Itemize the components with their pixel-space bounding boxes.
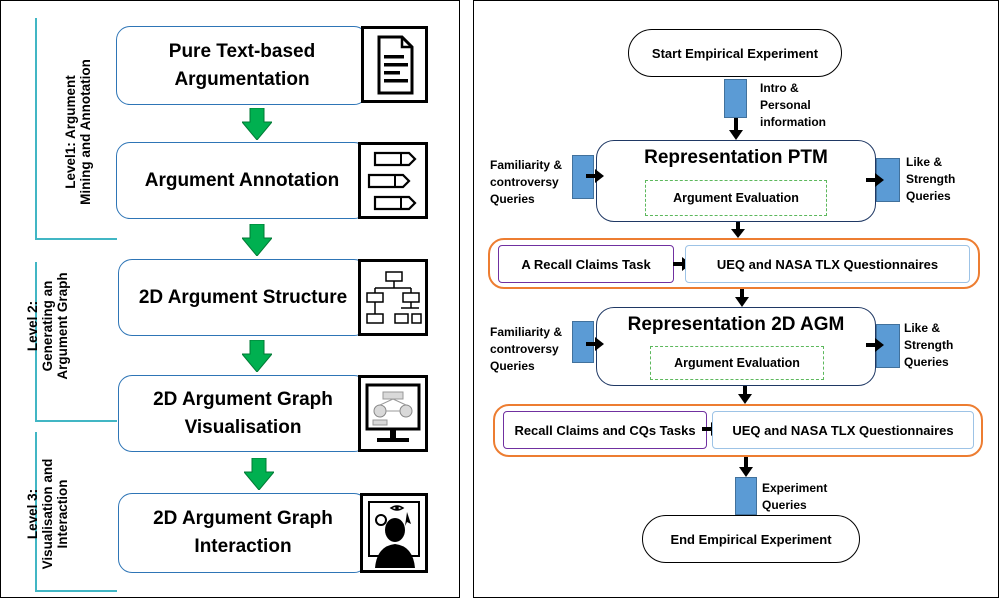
arrow-ptm-down	[731, 222, 745, 238]
down-arrow-1	[242, 108, 272, 140]
recall-claims-task: A Recall Claims Task	[498, 245, 674, 283]
level2-tick	[35, 420, 117, 422]
hierarchy-icon	[358, 259, 428, 336]
step-structure: 2D Argument Structure	[118, 259, 368, 336]
user-interaction-icon	[360, 493, 428, 573]
level3-tick	[35, 590, 117, 592]
ptm-right-arrow	[866, 173, 884, 187]
down-arrow-4	[244, 458, 274, 490]
ueq-nasa-1: UEQ and NASA TLX Questionnaires	[685, 245, 970, 283]
agm-left-arrow	[586, 337, 604, 351]
agm-title: Representation 2D AGM	[627, 314, 845, 335]
arrow-group2-down	[739, 457, 753, 477]
graph-monitor-icon	[358, 375, 428, 452]
ptm-left-arrow	[586, 169, 604, 183]
ptm-argument-evaluation: Argument Evaluation	[645, 180, 827, 216]
intro-bar	[724, 79, 747, 118]
agm-right-arrow	[866, 338, 884, 352]
ptm-title: Representation PTM	[644, 147, 828, 168]
ueq-nasa-2: UEQ and NASA TLX Questionnaires	[712, 411, 974, 449]
arrow-intro-down	[729, 118, 743, 140]
level3-line	[35, 432, 37, 592]
experiment-bar	[735, 477, 757, 515]
annotation-tags-icon	[358, 142, 428, 219]
level1-line	[35, 18, 37, 240]
document-icon	[361, 26, 428, 103]
agm-argument-evaluation: Argument Evaluation	[650, 346, 824, 380]
level1-tick	[35, 238, 117, 240]
end-node: End Empirical Experiment	[642, 515, 860, 563]
level2-line	[35, 262, 37, 422]
step-annotation: Argument Annotation	[116, 142, 368, 219]
arrow-group1-down	[735, 289, 749, 307]
recall-claims-cqs-tasks: Recall Claims and CQs Tasks	[503, 411, 707, 449]
arrow-agm-down	[738, 386, 752, 404]
down-arrow-2	[242, 224, 272, 256]
down-arrow-3	[242, 340, 272, 372]
start-node: Start Empirical Experiment	[628, 29, 842, 77]
